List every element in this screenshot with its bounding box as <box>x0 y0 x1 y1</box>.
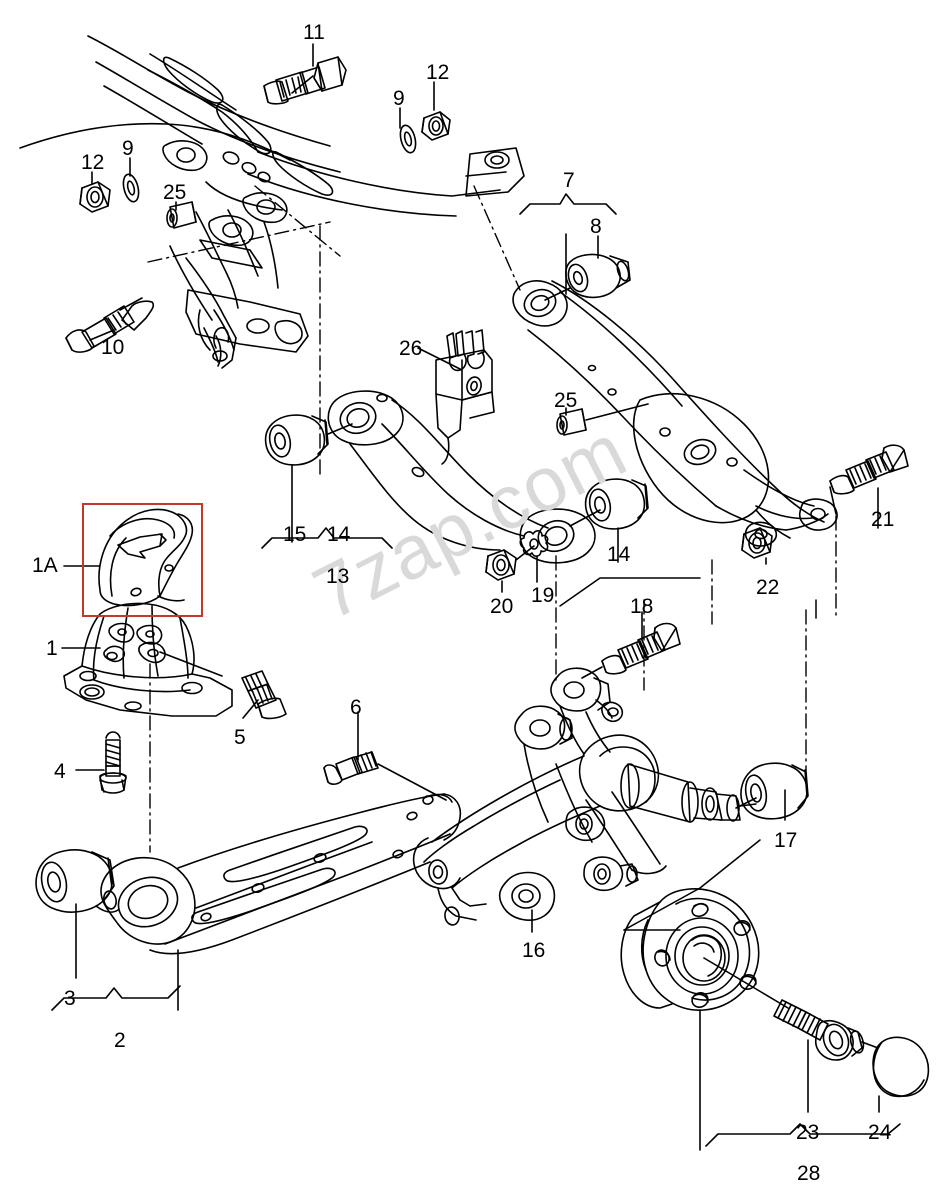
part-callout-26[interactable]: 26 <box>399 337 423 360</box>
centerlines <box>147 185 837 853</box>
part-callout-2[interactable]: 2 <box>114 1029 126 1052</box>
part-callout-24[interactable]: 24 <box>868 1121 892 1144</box>
part-callout-28[interactable]: 28 <box>797 1162 821 1185</box>
part-9-washer-right <box>399 124 417 154</box>
part-callout-25[interactable]: 25 <box>554 389 578 412</box>
part-callout-1[interactable]: 1 <box>46 637 58 660</box>
part-callout-5[interactable]: 5 <box>234 726 246 749</box>
part-14-bushing-right <box>569 478 649 530</box>
part-6-bolt <box>323 751 447 801</box>
part-12-nut-right <box>421 111 451 141</box>
part-callout-21[interactable]: 21 <box>871 508 895 531</box>
part-callout-4[interactable]: 4 <box>54 760 66 783</box>
part-23-bolt <box>703 957 879 1061</box>
part-24-cap <box>872 1036 930 1098</box>
part-callout-1a[interactable]: 1A <box>32 554 58 577</box>
part-2-trailing-arm <box>100 793 462 955</box>
part-callout-6[interactable]: 6 <box>350 696 362 719</box>
part-callout-19[interactable]: 19 <box>531 584 555 607</box>
part-22-nut <box>741 527 773 559</box>
part-callout-3[interactable]: 3 <box>64 987 76 1010</box>
part-callout-20[interactable]: 20 <box>490 595 514 618</box>
part-18-bolt <box>581 622 681 679</box>
part-callout-9[interactable]: 9 <box>122 137 134 160</box>
pointer-brackets <box>559 577 817 931</box>
part-callout-14[interactable]: 14 <box>607 543 631 566</box>
part-12-nut-left <box>79 181 111 213</box>
part-25-sleeve-left <box>166 201 197 229</box>
part-26-bracket <box>435 329 495 465</box>
part-1-mount <box>63 602 233 717</box>
part-callout-10[interactable]: 10 <box>101 336 125 359</box>
part-callout-7[interactable]: 7 <box>563 169 575 192</box>
part-callout-9[interactable]: 9 <box>393 87 405 110</box>
part-callout-17[interactable]: 17 <box>774 829 798 852</box>
part-callout-16[interactable]: 16 <box>522 939 546 962</box>
part-callout-15[interactable]: 15 <box>283 523 307 546</box>
part-21-bolt <box>829 444 909 515</box>
part-28-wheel-hub <box>620 888 760 1011</box>
part-callout-11[interactable]: 11 <box>303 21 325 44</box>
part-callout-13[interactable]: 13 <box>326 565 350 588</box>
part-19-spacer <box>519 530 549 557</box>
part-5-bolt <box>241 670 287 720</box>
part-1A-cover <box>98 508 194 607</box>
part-callout-18[interactable]: 18 <box>630 595 654 618</box>
part-callout-14[interactable]: 14 <box>327 523 351 546</box>
part-4-screw <box>99 731 127 794</box>
part-9-washer-left <box>122 173 140 203</box>
part-callout-22[interactable]: 22 <box>756 576 780 599</box>
group-brackets <box>51 193 901 1147</box>
part-15-bushing <box>264 414 353 466</box>
leader-lines <box>61 43 880 1151</box>
part-25-sleeve-right <box>556 403 649 436</box>
part-callout-12[interactable]: 12 <box>426 61 450 84</box>
part-17-bushing <box>735 762 809 820</box>
part-8-bushing <box>544 253 631 301</box>
part-callout-23[interactable]: 23 <box>796 1121 820 1144</box>
part-7-control-arm <box>512 280 838 547</box>
part-callout-8[interactable]: 8 <box>590 215 602 238</box>
part-10-bolt <box>65 297 155 353</box>
part-20-nut <box>485 545 535 581</box>
wheel-carrier-assembly <box>412 667 757 926</box>
part-callout-12[interactable]: 12 <box>81 151 105 174</box>
subframe-assembly <box>19 35 525 369</box>
part-11-bolt <box>263 56 347 105</box>
part-13-link <box>327 390 596 564</box>
part-3-bushing <box>35 849 119 913</box>
part-callout-25[interactable]: 25 <box>163 181 187 204</box>
